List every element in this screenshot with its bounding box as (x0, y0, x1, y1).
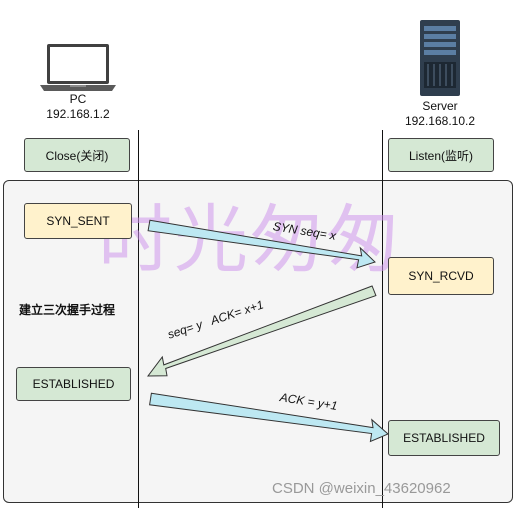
ack-arrow (149, 392, 389, 443)
server-syn-rcvd-state: SYN_RCVD (388, 257, 494, 295)
client-lifeline (138, 130, 139, 508)
syn-arrow (147, 219, 376, 269)
server-name: Server (422, 99, 458, 113)
server-lifeline (382, 130, 383, 508)
credit-text: CSDN @weixin_43620962 (272, 480, 451, 497)
client-established-state: ESTABLISHED (16, 367, 131, 401)
panel-title: 建立三次握手过程 (19, 303, 116, 317)
server-ip: 192.168.10.2 (404, 114, 476, 128)
client-syn-sent-state: SYN_SENT (24, 203, 132, 239)
client-name: PC (69, 92, 87, 106)
laptop-icon (40, 44, 116, 91)
server-listen-state: Listen(监听) (388, 138, 494, 172)
syn-ack-arrow (146, 285, 377, 377)
client-close-state: Close(关闭) (24, 138, 130, 172)
server-icon (420, 20, 460, 96)
client-ip: 192.168.1.2 (46, 107, 110, 121)
server-established-state: ESTABLISHED (388, 420, 500, 456)
